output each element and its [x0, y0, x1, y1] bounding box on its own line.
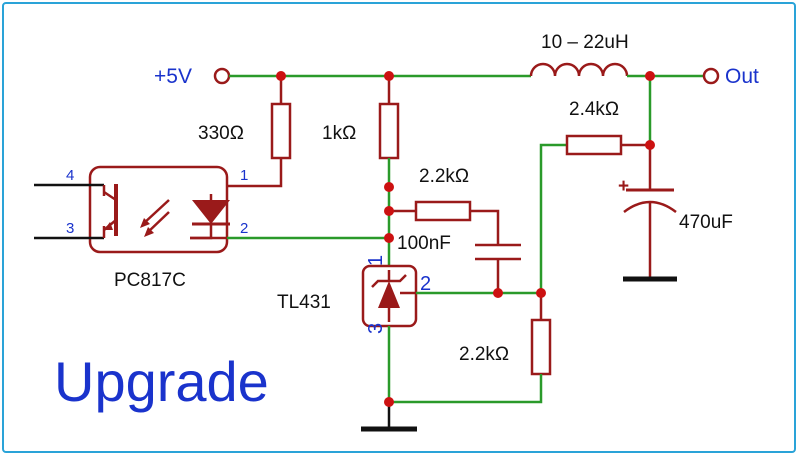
inductor-label: 10 – 22uH	[541, 32, 629, 53]
tl431-part-label: TL431	[277, 292, 331, 313]
led-diode-icon	[192, 200, 230, 224]
divider-up-wire	[539, 143, 567, 293]
light-arrow-1	[142, 199, 170, 225]
r330-label: 330Ω	[198, 123, 244, 144]
junction-dot	[384, 71, 394, 81]
phototransistor-collector	[103, 190, 117, 202]
r22k-fb-label: 2.2kΩ	[419, 166, 469, 187]
r22k-to-cap	[470, 209, 500, 245]
light-arrow-1-head	[140, 218, 150, 228]
c100nf-label: 100nF	[397, 233, 451, 254]
r22k-to-ground-wire	[389, 374, 543, 404]
light-arrow-2	[146, 211, 170, 234]
opto-pin-1: 1	[240, 167, 248, 184]
r1k-label: 1kΩ	[322, 123, 356, 144]
resistor-2k2-fb	[414, 200, 472, 222]
junction-dot	[384, 397, 394, 407]
schematic-frame: +5V Out 10 – 22uH 330Ω 1kΩ 2.2kΩ 100nF 2…	[2, 2, 796, 453]
junction-dot	[276, 71, 286, 81]
tl431-pin-1: 1	[365, 255, 387, 266]
junction-dot	[536, 288, 546, 298]
resistor-1k	[378, 102, 400, 160]
caption-upgrade: Upgrade	[54, 350, 269, 413]
resistor-2k2-bottom	[530, 318, 552, 376]
resistor-330	[270, 102, 292, 160]
vout-label: Out	[725, 65, 759, 88]
junction-dot	[645, 71, 655, 81]
opto-pin-3: 3	[66, 220, 74, 237]
tl431-pin-2: 2	[420, 273, 431, 295]
tl431-symbol-icon	[378, 281, 400, 308]
junction-dot	[493, 288, 503, 298]
c470-label: 470uF	[679, 212, 733, 233]
opto-pin-4: 4	[66, 167, 74, 184]
vin-label: +5V	[154, 65, 192, 88]
tl431-pin-3: 3	[365, 323, 387, 334]
resistor-2k4	[565, 134, 623, 156]
emitter-arrow	[104, 222, 113, 230]
junction-dot	[645, 140, 655, 150]
inductor-symbol	[529, 62, 629, 77]
junction-dot	[384, 206, 394, 216]
schematic-diagram: +5V Out 10 – 22uH 330Ω 1kΩ 2.2kΩ 100nF 2…	[34, 32, 759, 432]
opto-pin-2: 2	[240, 220, 248, 237]
junction-dot	[384, 182, 394, 192]
junction-dot	[384, 233, 394, 243]
vin-terminal	[213, 67, 231, 85]
vout-terminal	[702, 67, 720, 85]
r22k-bottom-label: 2.2kΩ	[459, 344, 509, 365]
opto-part-label: PC817C	[114, 270, 186, 291]
cap-polarity-plus: +	[618, 176, 629, 197]
r24k-label: 2.4kΩ	[569, 99, 619, 120]
light-arrow-2-head	[144, 227, 154, 237]
